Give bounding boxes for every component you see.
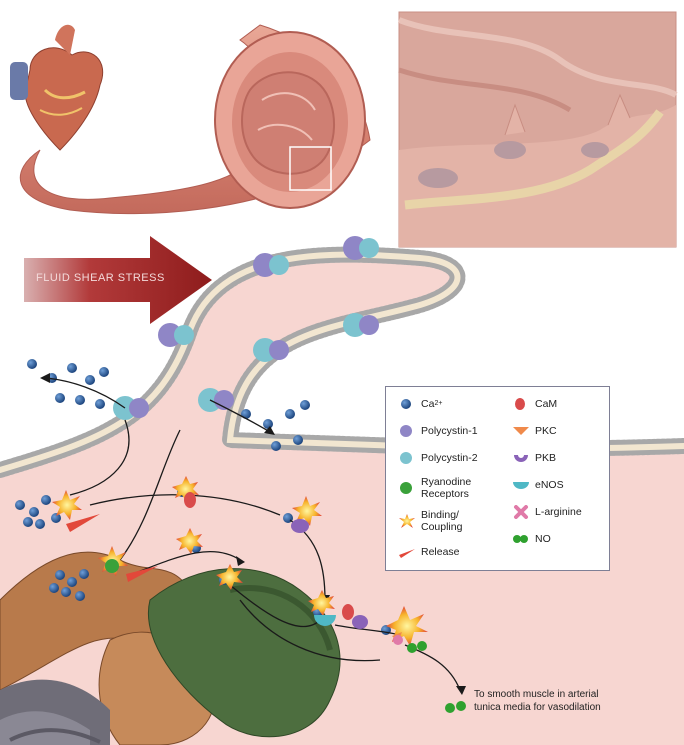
- no-molecule-icon: [513, 535, 528, 543]
- ryanodine-receptor-icon: [400, 482, 412, 494]
- pkc-icon: [513, 427, 529, 435]
- legend-item-enos: eNOS: [512, 478, 564, 492]
- legend-item-polycystin-2: Polycystin-2: [398, 451, 478, 465]
- polycystin-1-icon: [400, 425, 412, 437]
- release-flares: [66, 514, 158, 582]
- legend-label-polycystin-2: Polycystin-2: [421, 452, 478, 464]
- legend-label-l-arginine: L-arginine: [535, 506, 582, 518]
- legend: Ca2+ Polycystin-1 Polycystin-2 Ryanodine…: [385, 386, 610, 571]
- legend-item-pkb: PKB: [512, 451, 556, 465]
- zoom-inset: [397, 11, 678, 248]
- legend-label-pkc: PKC: [535, 425, 557, 437]
- organelles: [0, 551, 341, 745]
- legend-item-release: Release: [398, 545, 460, 559]
- vasodilation-caption: To smooth muscle in arterial tunica medi…: [474, 688, 674, 714]
- legend-item-cam: CaM: [512, 397, 557, 411]
- calcium-ion-icon: [401, 399, 411, 409]
- shear-stress-arrow: [24, 236, 212, 324]
- zoom-box: [289, 146, 332, 191]
- legend-label-pkb: PKB: [535, 452, 557, 464]
- golgi: [148, 568, 341, 738]
- legend-label-enos: eNOS: [535, 479, 564, 491]
- legend-item-calcium: Ca2+: [398, 397, 442, 411]
- fluid-shear-stress-label: FLUID SHEAR STRESS: [36, 272, 165, 284]
- enos-icon: [513, 482, 529, 489]
- legend-item-no: NO: [512, 532, 551, 546]
- legend-item-polycystin-1: Polycystin-1: [398, 424, 478, 438]
- polycystin-2-icon: [400, 452, 412, 464]
- caption-line-2: tunica media for vasodilation: [474, 702, 601, 713]
- legend-item-pkc: PKC: [512, 424, 557, 438]
- legend-item-binding: Binding/Coupling: [398, 509, 462, 533]
- legend-label-polycystin-1: Polycystin-1: [421, 425, 478, 437]
- binding-burst-icon: [399, 514, 415, 528]
- legend-label-binding: Binding/Coupling: [421, 509, 463, 533]
- l-arginine-icon: [514, 505, 528, 519]
- cam-icon: [515, 398, 525, 410]
- caption-line-1: To smooth muscle in arterial: [474, 689, 599, 700]
- legend-label-release: Release: [421, 546, 460, 558]
- release-flare-icon: [399, 549, 415, 558]
- legend-label-cam: CaM: [535, 398, 558, 410]
- legend-item-l-arginine: L-arginine: [512, 505, 582, 519]
- pkb-icon: [514, 455, 528, 462]
- legend-label-calcium: Ca2+: [421, 398, 443, 410]
- legend-label-no: NO: [535, 533, 551, 545]
- heart: [10, 24, 104, 151]
- signalling-molecules: [105, 492, 466, 713]
- artery-illustration: [10, 24, 371, 215]
